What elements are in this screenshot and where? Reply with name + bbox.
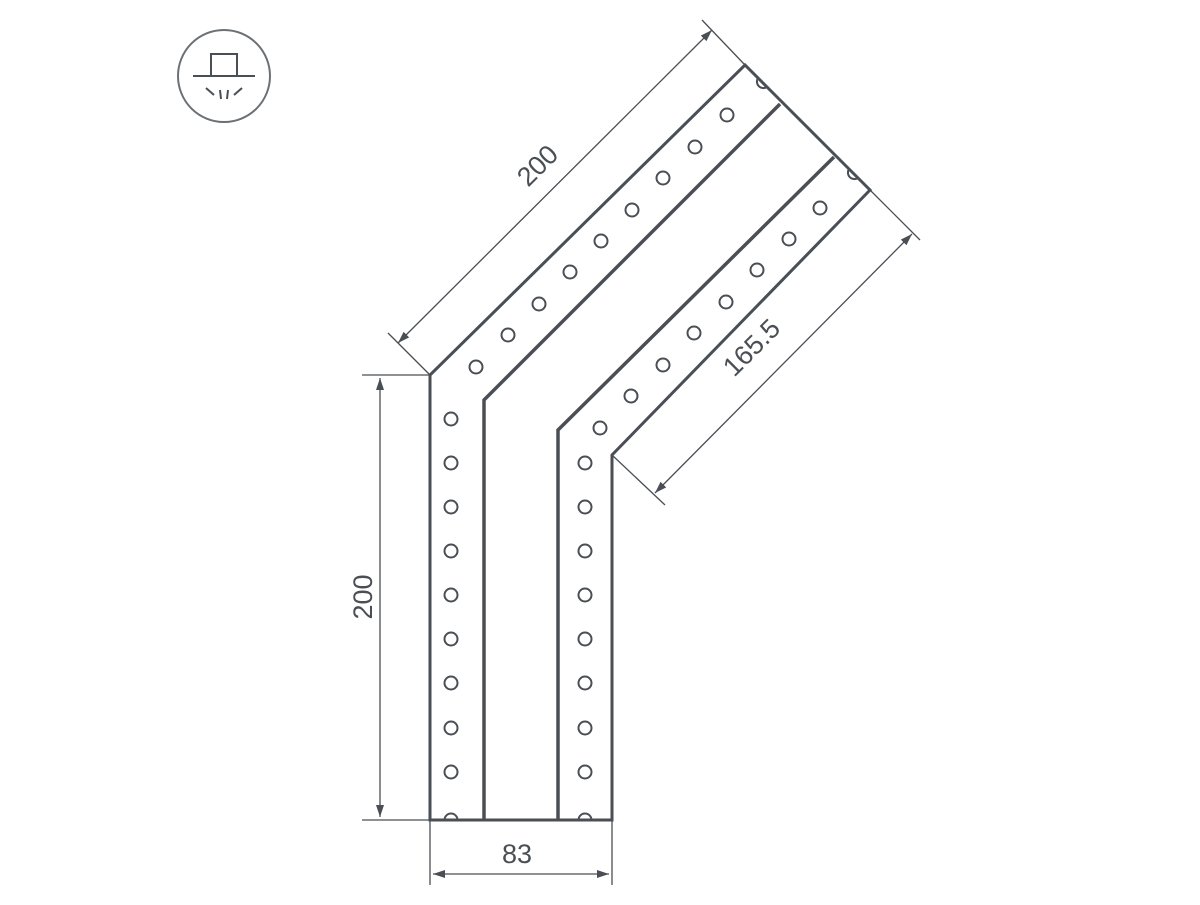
hole [577, 675, 593, 691]
dimension-label-left-height: 200 [348, 574, 378, 619]
hole [755, 77, 768, 90]
hole [443, 411, 459, 427]
hole [562, 264, 578, 280]
hole [443, 720, 459, 736]
hole [781, 231, 797, 247]
hole [577, 631, 593, 647]
hole [443, 675, 459, 691]
profile-outline [428, 62, 873, 822]
hole [592, 420, 608, 436]
hole [443, 543, 459, 559]
hole [577, 455, 593, 471]
hole [655, 170, 671, 186]
dimension-label-top-edge: 200 [511, 139, 564, 192]
hole [443, 764, 459, 780]
hole [718, 294, 734, 310]
hole [577, 499, 593, 515]
dimension-left-height [362, 374, 430, 821]
recessed-ceiling-light-icon [177, 29, 271, 123]
hole [443, 587, 459, 603]
hole [577, 720, 593, 736]
hole [624, 202, 640, 218]
hole [500, 327, 516, 343]
dimension-label-bottom-width: 83 [502, 839, 532, 869]
hole [749, 262, 765, 278]
hole [719, 107, 735, 123]
hole [577, 764, 593, 780]
hole [593, 233, 609, 249]
hole [577, 812, 593, 821]
hole [443, 812, 459, 821]
dimension-bottom-width [429, 820, 613, 885]
hole [623, 388, 639, 404]
hole [577, 587, 593, 603]
hole [686, 325, 702, 341]
inner-wall-right [556, 155, 836, 820]
dimension-top-edge [387, 19, 746, 376]
hole [812, 200, 828, 216]
hole [443, 631, 459, 647]
hole [846, 168, 859, 181]
hole [443, 455, 459, 471]
hole [655, 357, 671, 373]
inner-wall-left [482, 102, 782, 820]
hole [687, 139, 703, 155]
hole [443, 499, 459, 515]
hole [577, 543, 593, 559]
hole [531, 296, 547, 312]
mounting-holes [443, 77, 859, 821]
hole [468, 359, 484, 375]
dimension-inner-edge [611, 189, 921, 506]
